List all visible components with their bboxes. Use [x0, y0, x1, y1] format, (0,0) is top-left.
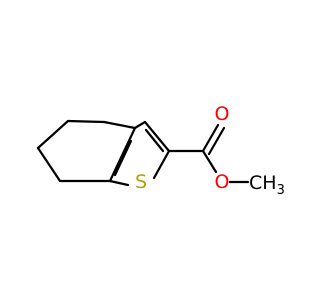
bond-c6-c7: [36, 146, 62, 183]
structure-canvas: S O O CH3: [36, 103, 285, 198]
bond-c3-c2-inner: [144, 128, 165, 153]
bond-c7a-s: [108, 179, 130, 187]
carbonyl-oxygen-label: O: [215, 103, 230, 125]
bond-co-double-2: [207, 126, 226, 156]
ester-oxygen-label: O: [215, 171, 230, 193]
bond-s-c2: [152, 149, 171, 180]
sulfur-atom-label: S: [135, 171, 147, 193]
bond-c3a-c7a: [108, 126, 137, 183]
bond-c5-c6: [36, 119, 70, 150]
methyl-ch-text: CH: [249, 172, 277, 194]
methyl-subscript: 3: [277, 183, 285, 198]
methyl-group-label: CH3: [249, 172, 285, 198]
bond-c3a-c3: [133, 120, 147, 130]
bond-carbonyl-o-ester: [201, 149, 218, 174]
bond-c3-c2: [143, 120, 171, 153]
bond-c3a-c4: [102, 120, 137, 130]
molecule-drawing: S O O CH3: [36, 103, 285, 198]
bond-c4-c5: [66, 119, 106, 124]
bond-c3a-c7a-inner: [113, 139, 133, 177]
bond-co-double-1: [201, 123, 220, 153]
